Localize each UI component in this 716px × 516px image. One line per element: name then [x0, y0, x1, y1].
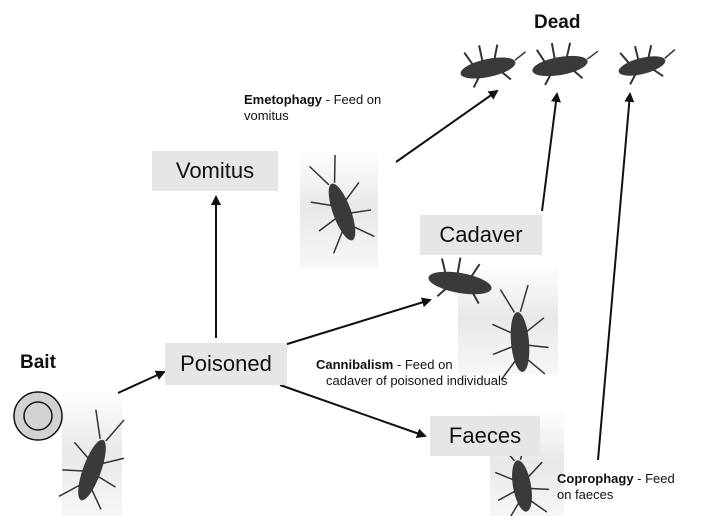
- cannibalism-caption: Cannibalism - Feed on cadaver of poisone…: [316, 357, 507, 389]
- emetophagy-term: Emetophagy: [244, 92, 322, 107]
- arrow-cadaver-to-dead: [542, 94, 557, 211]
- dead-cockroach-icon: [614, 37, 681, 86]
- emetophagy-text-line2: vomitus: [244, 108, 289, 123]
- emetophagy-text: - Feed on: [322, 92, 381, 107]
- vomitus-box: Vomitus: [152, 151, 278, 191]
- cadaver-box: Cadaver: [420, 215, 542, 255]
- arrow-poisoned-to-faeces: [280, 385, 425, 436]
- bait-icon: [14, 392, 62, 440]
- coprophagy-text: - Feed: [634, 471, 675, 486]
- cannibalism-text: - Feed on: [393, 357, 452, 372]
- emetophagy-caption: Emetophagy - Feed on vomitus: [244, 92, 381, 124]
- coprophagy-caption: Coprophagy - Feed on faeces: [557, 471, 675, 503]
- coprophagy-text-line2: on faeces: [557, 487, 613, 502]
- dead-cockroach-icon: [456, 36, 531, 89]
- coprophagy-term: Coprophagy: [557, 471, 634, 486]
- arrow-poisoned-to-cadaver: [284, 300, 430, 345]
- cannibalism-term: Cannibalism: [316, 357, 393, 372]
- faeces-box: Faeces: [430, 416, 540, 456]
- bait-label: Bait: [20, 352, 56, 374]
- arrow-bait-to-poisoned: [118, 372, 164, 393]
- dead-label: Dead: [534, 12, 580, 34]
- arrow-vomitus-to-dead: [396, 91, 497, 162]
- cannibalism-text-line2: cadaver of poisoned individuals: [316, 373, 507, 388]
- arrow-faeces-to-dead: [598, 94, 630, 460]
- dead-cockroach-icon: [528, 35, 602, 86]
- poisoned-box: Poisoned: [165, 343, 287, 385]
